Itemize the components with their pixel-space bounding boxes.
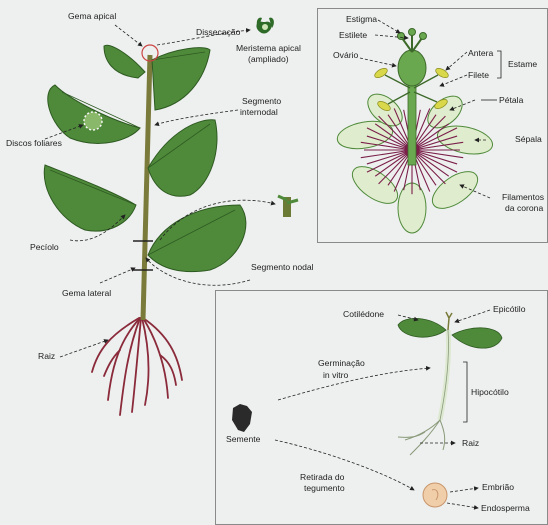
label-retirada: Retirada do <box>300 472 344 482</box>
label-discos-foliares: Discos foliares <box>6 138 62 148</box>
label-filete: Filete <box>468 70 489 80</box>
label-filamentos: Filamentos <box>502 192 544 202</box>
meristem-icon <box>256 18 273 34</box>
label-hipocotilo: Hipocótilo <box>471 387 509 397</box>
label-sepala: Sépala <box>515 134 542 144</box>
label-in-vitro: in vitro <box>323 370 348 380</box>
label-peciolo: Pecíolo <box>30 242 59 252</box>
label-germinacao: Germinação <box>318 358 365 368</box>
label-embriao: Embrião <box>482 482 514 492</box>
label-endosperma: Endosperma <box>481 503 530 513</box>
seed-icon <box>232 404 252 432</box>
label-disseccao: Dissecação <box>196 27 240 37</box>
embryo-icon <box>423 483 447 507</box>
label-antera: Antera <box>468 48 493 58</box>
plant-roots <box>92 318 182 415</box>
label-gema-apical: Gema apical <box>68 11 116 21</box>
label-estame: Estame <box>508 59 537 69</box>
label-epicotilo: Epicótilo <box>493 304 525 314</box>
plant-stem <box>143 55 150 320</box>
nodal-segment-icon <box>278 196 298 217</box>
label-petala: Pétala <box>499 95 523 105</box>
label-raiz-seedling: Raiz <box>462 438 479 448</box>
label-cotiledone: Cotilédone <box>343 309 384 319</box>
label-meristema-apical: Meristema apical <box>236 43 301 53</box>
label-gema-lateral: Gema lateral <box>62 288 111 298</box>
label-estilete: Estilete <box>339 30 367 40</box>
label-estigma: Estigma <box>346 14 377 24</box>
label-semente: Semente <box>226 434 260 444</box>
label-raiz-plant: Raiz <box>38 351 55 361</box>
label-tegumento: tegumento <box>304 483 345 493</box>
seedling-illustration <box>232 310 502 508</box>
label-meristema-ampliado: (ampliado) <box>248 54 289 64</box>
label-segmento-nodal: Segmento nodal <box>251 262 314 272</box>
label-internodal: internodal <box>240 107 278 117</box>
plant-illustration <box>44 18 298 415</box>
label-ovario: Ovário <box>333 50 358 60</box>
label-segmento-internodal: Segmento <box>242 96 281 106</box>
label-da-corona: da corona <box>505 203 543 213</box>
